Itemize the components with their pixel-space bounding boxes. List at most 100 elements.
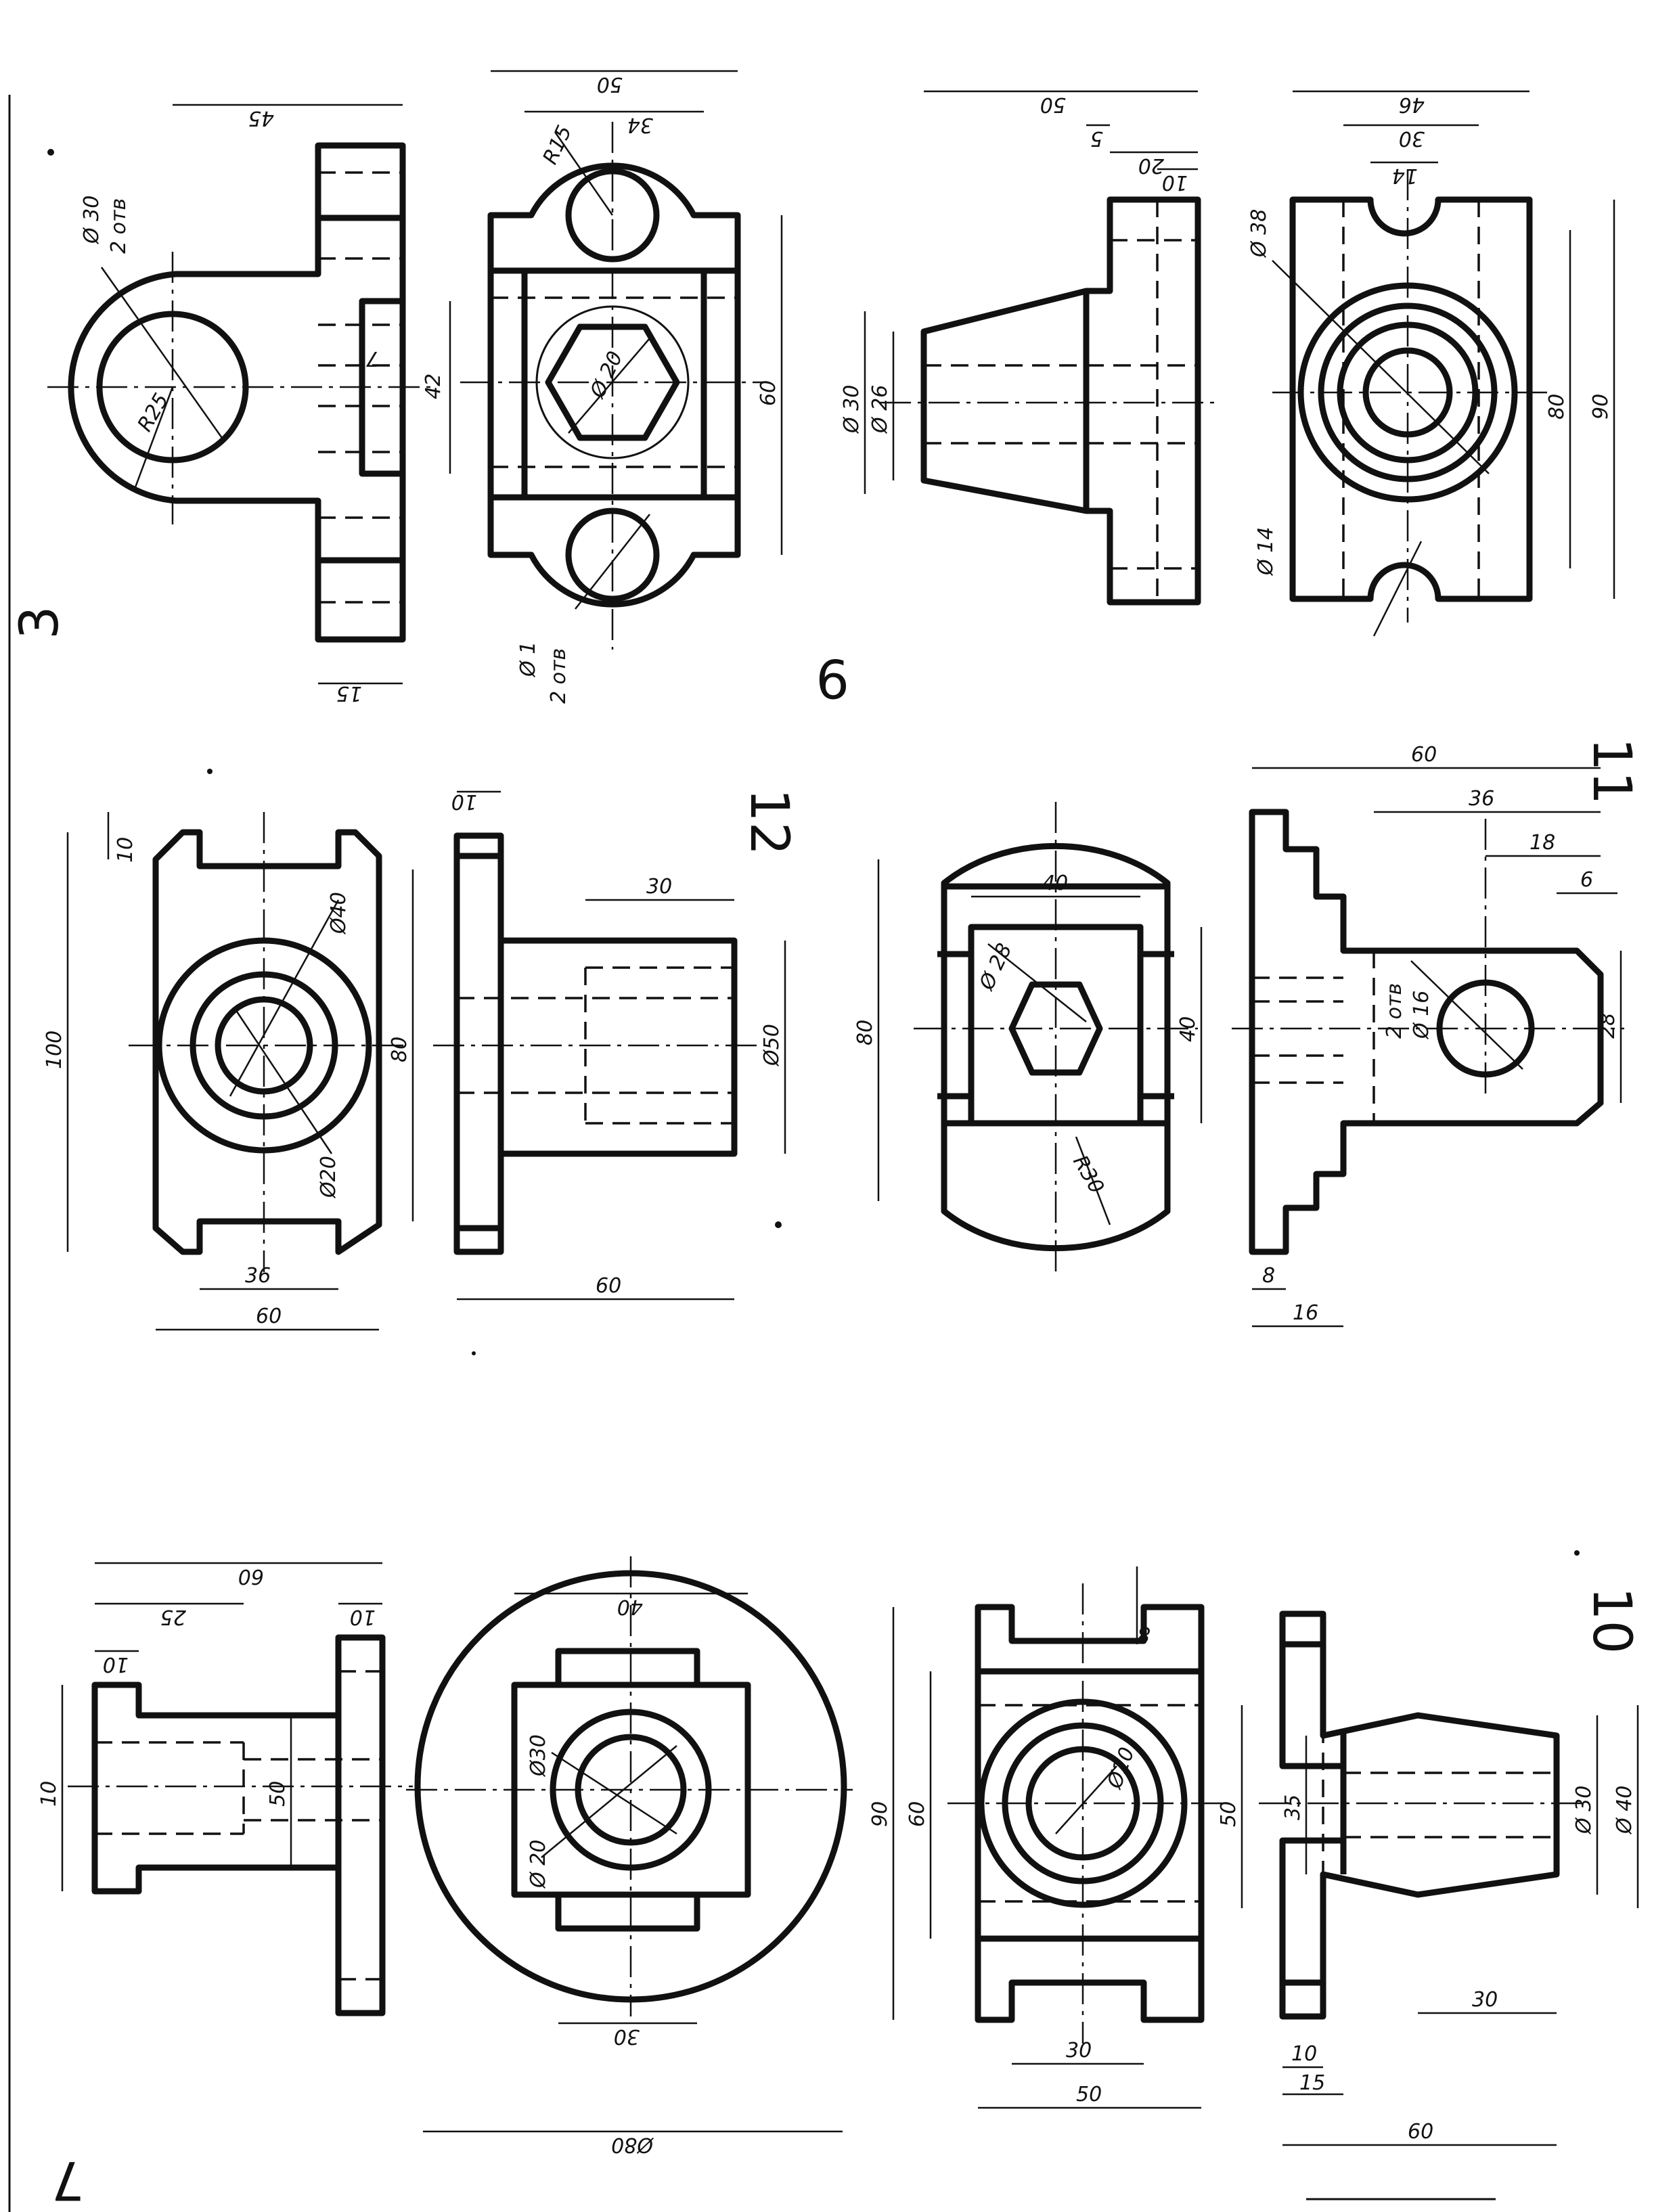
fig10-number: 10: [1581, 1587, 1642, 1654]
fig12-dim-label: 10: [114, 837, 137, 863]
fig3-dim-label: 60: [757, 380, 780, 406]
fig7-dim-label: 10: [103, 1652, 129, 1676]
fig7-dim-label: 10: [37, 1781, 61, 1807]
fig10-dim-label: Ø 40: [1613, 1786, 1636, 1835]
fig12-front-outline: [152, 829, 382, 1255]
fig10-dim-label: Ø 30: [1572, 1786, 1596, 1835]
fig12-dim-label: 10: [451, 790, 477, 813]
fig10-dim-label: 10: [1291, 2042, 1317, 2066]
fig3-dim: [568, 338, 650, 434]
fig12-dim-label: 60: [596, 1274, 621, 1298]
fig12-dim-label: 60: [256, 1305, 282, 1328]
fig7-dim-label: Ø80: [611, 2133, 654, 2157]
fig11-dim-label: 60: [1411, 743, 1437, 767]
fig10-front-outline: [975, 1604, 1205, 2023]
fig3-dim-label: 7: [366, 346, 379, 370]
fig7-dim-label: 60: [238, 1564, 264, 1588]
fig3-dim-label: 42: [422, 374, 445, 399]
fig10-dim-label: 50: [1076, 2083, 1102, 2106]
fig12-sleeve: [497, 937, 738, 1157]
fig9-number: 9: [816, 647, 849, 708]
fig3-dim-label: 15: [336, 681, 362, 705]
fig12-dim: [229, 899, 340, 1097]
fig7-flange: [335, 1634, 386, 2016]
fig10-dim-label: 90: [868, 1801, 892, 1827]
fig7-dim: [541, 1745, 677, 1858]
fig11-dim-label: 18: [1529, 831, 1555, 855]
fig12-dim-label: 30: [646, 875, 672, 899]
fig9-dim-label: Ø 26: [868, 385, 892, 434]
fig11-dim: [1075, 1136, 1111, 1225]
fig3-number: 3: [9, 606, 70, 639]
fig3-dim: [575, 514, 650, 610]
fig12-dim-label: Ø40: [327, 892, 351, 935]
fig9-dim-label: 90: [1589, 394, 1613, 420]
fig9-dim-label: 46: [1399, 93, 1425, 116]
fig7-dim-label: 25: [160, 1605, 186, 1629]
fig7-dim-label: 10: [350, 1605, 376, 1629]
fig3-dim-label: 2 отв: [107, 198, 131, 254]
fig7-number: 7: [51, 2149, 85, 2210]
fig9-dim-label: 20: [1138, 154, 1164, 177]
figure-11: 40 Ø 28 80 40 R30 60 36 18 6 Ø 16 2 отв …: [853, 738, 1642, 1328]
fig10-dim-label: 30: [1472, 1988, 1498, 2012]
fig10-dim-label: 35: [1281, 1795, 1305, 1820]
fig7-dim-label: Ø 20: [527, 1840, 550, 1889]
fig12-dim-label: Ø50: [760, 1024, 784, 1067]
fig9-dim-label: 10: [1162, 171, 1188, 194]
fig11-dim-label: 36: [1469, 787, 1494, 811]
scan-speck: [47, 149, 54, 156]
fig3-dim-label: 34: [627, 113, 653, 137]
fig9-dim: [1372, 541, 1423, 637]
fig10-dim-label: 30: [1066, 2039, 1092, 2062]
fig11-dim-label: 40: [1042, 872, 1068, 895]
fig11-dim-label: 40: [1176, 1016, 1200, 1042]
fig11-stadium: [941, 842, 1171, 1252]
fig3-dim: [554, 131, 614, 216]
figure-12: 10 10 100 Ø40 80 Ø20 36 60 30 Ø50 60 12: [43, 788, 799, 1331]
fig12-dim-label: 36: [245, 1264, 271, 1288]
fig3-dim-label: 50: [597, 72, 623, 96]
figure-3: 45 Ø 30 2 отв R25 7 42 15 50 34 R15 Ø 20…: [9, 70, 783, 705]
fig10-dim-label: 60: [1408, 2120, 1433, 2144]
fig12-dim-label: 100: [43, 1031, 66, 1069]
fig9-dim: [1272, 260, 1490, 474]
fig9-side-outline: [920, 196, 1201, 606]
fig10-dim-label: 8: [1138, 1622, 1151, 1646]
fig11-dim-label: 8: [1262, 1264, 1275, 1288]
scan-speck: [1574, 1550, 1580, 1556]
fig12-number: 12: [738, 788, 799, 855]
fig7-dim: [551, 1751, 677, 1835]
fig9-dim-label: Ø 30: [840, 385, 864, 434]
fig9-dim-label: Ø 38: [1247, 209, 1271, 258]
fig10-dim-label: 60: [906, 1801, 929, 1827]
fig3-dim-label: Ø 30: [80, 196, 104, 245]
fig11-dim: [987, 943, 1087, 1022]
fig7-top-tab: [555, 1648, 700, 1688]
fig9-dim-label: 5: [1090, 127, 1103, 150]
fig3-dim: [134, 386, 174, 488]
fig3-plate-outline: [487, 162, 741, 608]
fig11-dim: [1410, 960, 1523, 1070]
fig12-dim-label: Ø20: [317, 1156, 340, 1199]
fig3-dim-label: Ø 1: [516, 641, 540, 678]
fig11-dim-label: Ø 16: [1410, 991, 1433, 1040]
fig12-dim: [236, 1011, 333, 1154]
fig3-dim-label: R15: [539, 122, 577, 168]
fig9-dim-label: 30: [1399, 127, 1425, 150]
fig3-dim-label: R25: [133, 389, 174, 436]
fig9-dim-label: Ø 14: [1254, 527, 1278, 577]
fig12-flange: [453, 832, 504, 1255]
fig9-dim-label: 14: [1392, 164, 1418, 187]
scan-speck: [207, 769, 213, 774]
scan-speck: [775, 1221, 782, 1228]
fig9-plate-outline: [1289, 196, 1533, 602]
fig11-dim-label: R30: [1068, 1152, 1109, 1198]
fig9-dim-label: 80: [1545, 394, 1569, 420]
fig3-dim-label: Ø 20: [585, 348, 628, 403]
fig10-dim-label: 50: [1217, 1801, 1241, 1827]
scan-speck: [472, 1351, 476, 1355]
fig10-dim: [1055, 1765, 1117, 1834]
figure-10: 8 90 60 Ø20 30 50 50 35 Ø 30 Ø 40 30 10 …: [868, 1566, 1642, 2200]
fig11-dim-label: 2 отв: [1383, 983, 1406, 1039]
